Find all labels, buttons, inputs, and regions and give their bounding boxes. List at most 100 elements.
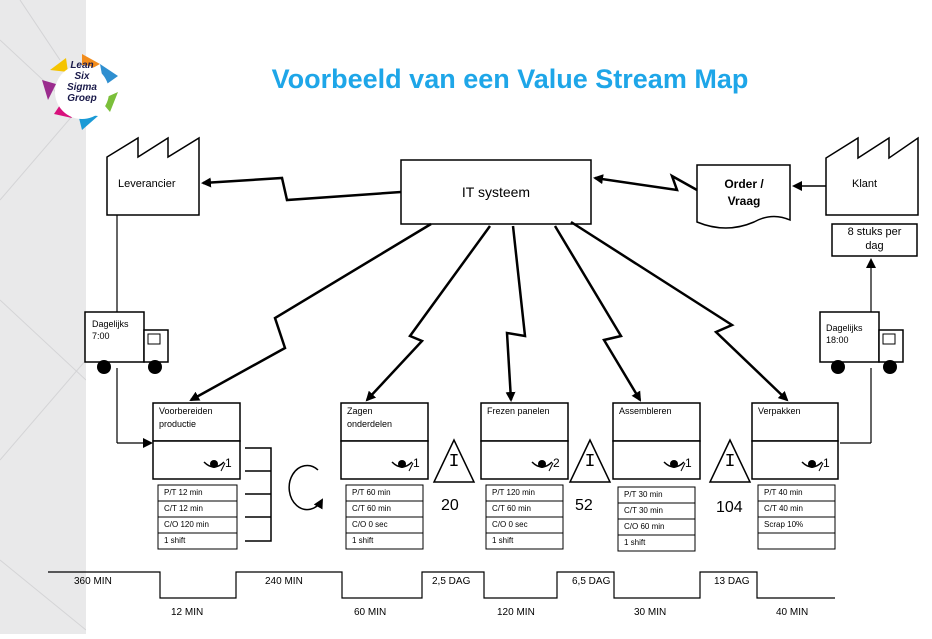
- inventory-symbol: I: [584, 452, 596, 472]
- order-document-icon: [696, 164, 791, 229]
- supplier-truck-icon: [84, 311, 169, 374]
- demand-line: 8 stuks per: [847, 226, 902, 238]
- order-label-line: Vraag: [727, 194, 761, 208]
- process-data-value: P/T 40 min: [764, 488, 803, 497]
- logo-line: Six: [74, 71, 90, 82]
- inventory-count: 104: [716, 499, 743, 516]
- supplier-factory-icon: [106, 136, 200, 216]
- operator-count: 1: [823, 456, 830, 470]
- process-title-line: Assembleren: [619, 406, 672, 416]
- order-to-it-arrow: [593, 173, 698, 192]
- process-operator-box: [152, 440, 241, 480]
- inventory-markers: [432, 438, 752, 483]
- inventory-symbol: I: [724, 452, 736, 472]
- process-box: [751, 402, 839, 442]
- timeline-process-time: 120 MIN: [497, 607, 535, 618]
- truck-label-line: 7:00: [92, 331, 110, 341]
- demand-label: 8 stuks per dag: [832, 225, 917, 253]
- process-data-value: C/O 0 sec: [352, 520, 388, 529]
- process-title: Assembleren: [619, 405, 696, 418]
- customer-factory-icon: [825, 136, 919, 216]
- process-data-value: Scrap 10%: [764, 520, 804, 529]
- process-box: [152, 402, 241, 442]
- order-label-line: Order /: [724, 177, 764, 191]
- process-data-value: P/T 12 min: [164, 488, 203, 497]
- supplier-truck-label: Dagelijks 7:00: [92, 318, 129, 342]
- it-to-process-1-arrow: [189, 222, 432, 402]
- process-data-cell: [157, 532, 238, 550]
- operator-count: 1: [225, 456, 232, 470]
- operator-icon: [398, 460, 406, 468]
- order-label: Order / Vraag: [710, 176, 778, 210]
- operator-count: 1: [685, 456, 692, 470]
- it-to-process-2-arrow: [365, 225, 492, 402]
- inventory-count: 52: [575, 497, 593, 514]
- lean-six-sigma-logo-icon: [42, 54, 118, 130]
- truck-label-line: Dagelijks: [826, 323, 863, 333]
- process-title-line: Voorbereiden: [159, 406, 213, 416]
- operator-icon: [210, 460, 218, 468]
- it-to-process-3-arrow: [505, 225, 527, 402]
- process-operator-box: [340, 440, 429, 480]
- customer-truck-label: Dagelijks 18:00: [826, 322, 863, 346]
- timeline-wait-time: 240 MIN: [265, 576, 303, 587]
- truck-label-line: Dagelijks: [92, 319, 129, 329]
- demand-line: dag: [865, 240, 884, 252]
- process-data-value: P/T 30 min: [624, 490, 663, 499]
- truck-label-line: 18:00: [826, 335, 849, 345]
- process-boxes: [152, 402, 839, 552]
- process-data-value: P/T 120 min: [492, 488, 535, 497]
- process-data-value: C/T 60 min: [492, 504, 531, 513]
- process-bracket: [245, 447, 272, 542]
- operator-slash: [220, 462, 226, 472]
- customer-truck-icon: [819, 311, 904, 374]
- process-data-value: C/T 12 min: [164, 504, 203, 513]
- logo-wordmark: Lean Six Sigma Groep: [56, 60, 108, 104]
- logo-line: Lean: [70, 60, 94, 71]
- process-data-value: C/O 0 sec: [492, 520, 528, 529]
- process-title-line: Verpakken: [758, 406, 801, 416]
- process-operator-box: [751, 440, 839, 480]
- process-title-line: onderdelen: [347, 419, 393, 429]
- operator-icon: [808, 460, 816, 468]
- process-data-value: 1 shift: [352, 536, 374, 545]
- process-operator-box: [612, 440, 701, 480]
- inventory-triangle-icon: [568, 438, 612, 483]
- inventory-triangle-icon: [432, 438, 476, 483]
- process-data-value: 1 shift: [492, 536, 514, 545]
- page-title: Voorbeeld van een Value Stream Map: [271, 64, 749, 94]
- operator-slash: [818, 462, 824, 472]
- process-data-value: C/T 60 min: [352, 504, 391, 513]
- process-title: Frezen panelen: [487, 405, 564, 418]
- inventory-count: 20: [441, 497, 459, 514]
- timeline-line: [48, 571, 835, 599]
- process-data-value: C/T 30 min: [624, 506, 663, 515]
- inventory-triangle-icon: [708, 438, 752, 483]
- process-data-cell: [757, 532, 836, 550]
- process-title: Verpakken: [758, 405, 834, 418]
- process-data-cell: [485, 532, 564, 550]
- timeline-process-time: 12 MIN: [171, 607, 204, 618]
- operator-slash: [680, 462, 686, 472]
- process-data-value: C/O 120 min: [164, 520, 209, 529]
- logo-line: Groep: [67, 93, 97, 104]
- timeline-wait-time: 2,5 DAG: [432, 576, 471, 587]
- customer-label: Klant: [852, 178, 878, 190]
- operator-icon: [538, 460, 546, 468]
- process-data-cell: [617, 534, 696, 552]
- process-box: [340, 402, 429, 442]
- process-data-value: 1 shift: [164, 536, 186, 545]
- it-to-process-4-arrow: [553, 225, 642, 402]
- it-system-box: [400, 159, 592, 225]
- it-system-label: IT systeem: [461, 184, 531, 200]
- operator-icon: [670, 460, 678, 468]
- supplier-label: Leverancier: [118, 178, 176, 190]
- inventory-symbol: I: [448, 452, 460, 472]
- timeline-wait-time: 13 DAG: [714, 576, 750, 587]
- demand-box: [831, 223, 918, 257]
- process-title-line: Frezen panelen: [487, 406, 550, 416]
- it-to-process-5-arrow: [570, 220, 789, 402]
- process-box: [480, 402, 569, 442]
